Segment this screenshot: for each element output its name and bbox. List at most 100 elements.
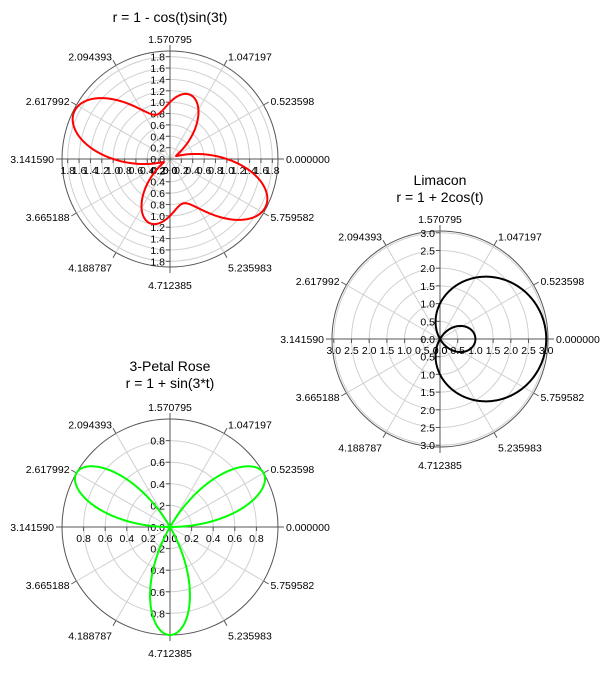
- grid-spoke: [385, 245, 441, 340]
- angle-label: 0.000000: [556, 334, 600, 346]
- radial-tick-label: 1.4: [150, 234, 165, 246]
- radial-tick-label: 0.6: [98, 533, 113, 545]
- angle-label: 0.000000: [286, 522, 330, 534]
- angle-tick: [71, 580, 77, 585]
- angle-tick: [341, 392, 347, 397]
- angle-tick: [533, 392, 539, 397]
- angle-label: 3.141590: [280, 334, 324, 346]
- angle-tick: [263, 212, 269, 217]
- radial-tick-label: 1.8: [150, 256, 165, 268]
- radial-tick-label: 1.6: [254, 165, 269, 177]
- radial-tick-label: 1.8: [265, 165, 280, 177]
- chart-title: 3-Petal Rose: [130, 358, 211, 374]
- angle-tick: [112, 60, 117, 66]
- angle-label: 4.188787: [338, 442, 382, 454]
- radial-tick-label: 3.0: [420, 228, 435, 240]
- radial-tick-label: 1.0: [150, 211, 165, 223]
- radial-tick-label: 1.8: [60, 165, 75, 177]
- radial-tick-label: 1.0: [220, 165, 235, 177]
- grid-spoke: [76, 158, 171, 214]
- angle-label: 2.617992: [296, 276, 340, 288]
- grid-spoke: [169, 104, 264, 160]
- radial-tick-label: 1.6: [150, 245, 165, 257]
- radial-tick-label: 0.0: [420, 334, 435, 346]
- angle-tick: [223, 428, 228, 434]
- angle-tick: [493, 432, 498, 438]
- grid-spoke: [169, 433, 225, 528]
- radial-tick-label: 1.0: [420, 299, 435, 311]
- angle-label: 3.141590: [10, 522, 54, 534]
- angle-label: 5.759582: [540, 392, 584, 404]
- radial-tick-label: 1.4: [150, 74, 165, 86]
- radial-tick-label: 1.8: [150, 52, 165, 64]
- angle-label: 4.188787: [68, 630, 112, 642]
- radial-tick-label: 0.2: [141, 533, 156, 545]
- chart-title: r = 1 + 2cos(t): [396, 189, 483, 205]
- angle-tick: [382, 240, 387, 246]
- grid-spoke: [385, 338, 441, 433]
- radial-tick-label: 1.2: [231, 165, 246, 177]
- angle-tick: [223, 252, 228, 258]
- radial-tick-label: 0.6: [150, 457, 165, 469]
- angle-label: 2.617992: [26, 96, 70, 108]
- radial-tick-label: 0.0: [163, 165, 178, 177]
- grid-spoke: [169, 65, 225, 160]
- radial-tick-label: 2.5: [521, 345, 536, 357]
- radial-tick-label: 0.4: [185, 165, 200, 177]
- grid-spoke: [169, 158, 264, 214]
- radial-tick-label: 2.5: [420, 423, 435, 435]
- angle-tick: [223, 620, 228, 626]
- radial-tick-label: 0.4: [150, 479, 165, 491]
- angle-label: 1.570795: [148, 34, 192, 46]
- angle-tick: [71, 101, 77, 106]
- angle-label: 1.047197: [228, 52, 272, 64]
- angle-label: 5.235983: [228, 262, 272, 274]
- radial-tick-label: 1.2: [150, 222, 165, 234]
- angle-label: 4.712385: [148, 280, 192, 292]
- radial-tick-label: 0.6: [129, 165, 144, 177]
- grid-spoke: [439, 245, 495, 340]
- grid-spoke: [76, 104, 171, 160]
- radial-tick-label: 0.0: [150, 522, 165, 534]
- radial-tick-label: 3.0: [420, 440, 435, 452]
- radial-tick-label: 0.8: [117, 165, 132, 177]
- radial-tick-label: 0.8: [150, 199, 165, 211]
- grid-spoke: [115, 158, 171, 253]
- angle-label: 1.047197: [228, 420, 272, 432]
- radial-tick-label: 0.4: [140, 165, 155, 177]
- angle-tick: [71, 212, 77, 217]
- angle-tick: [223, 60, 228, 66]
- angle-label: 5.235983: [498, 442, 542, 454]
- radial-tick-label: 0.2: [174, 165, 189, 177]
- radial-tick-label: 1.0: [420, 369, 435, 381]
- grid-spoke: [169, 472, 264, 528]
- angle-tick: [382, 432, 387, 438]
- radial-tick-label: 1.6: [150, 63, 165, 75]
- series-curve: [73, 465, 267, 637]
- radial-tick-label: 2.0: [362, 345, 377, 357]
- radial-tick-label: 0.8: [150, 436, 165, 448]
- radial-tick-label: 1.2: [150, 86, 165, 98]
- angle-label: 0.523598: [270, 96, 314, 108]
- radial-tick-label: 1.4: [83, 165, 98, 177]
- grid-spoke: [76, 526, 171, 582]
- grid-spoke: [169, 158, 225, 253]
- grid-spoke: [346, 284, 441, 340]
- grid-spoke: [169, 526, 225, 621]
- grid-spoke: [439, 338, 495, 433]
- grid-spoke: [115, 65, 171, 160]
- angle-tick: [493, 240, 498, 246]
- radial-tick-label: 2.0: [504, 345, 519, 357]
- angle-tick: [533, 281, 539, 286]
- chart-title: Limacon: [414, 172, 467, 188]
- radial-tick-label: 0.8: [249, 533, 264, 545]
- radial-tick-label: 0.6: [150, 188, 165, 200]
- radial-tick-label: 1.0: [150, 97, 165, 109]
- radial-tick-label: 1.2: [94, 165, 109, 177]
- radial-tick-label: 1.5: [486, 345, 501, 357]
- radial-tick-label: 0.6: [197, 165, 212, 177]
- angle-label: 1.570795: [418, 214, 462, 226]
- grid-spoke: [346, 338, 441, 394]
- grid-spoke: [169, 526, 264, 582]
- radial-tick-label: 1.5: [420, 387, 435, 399]
